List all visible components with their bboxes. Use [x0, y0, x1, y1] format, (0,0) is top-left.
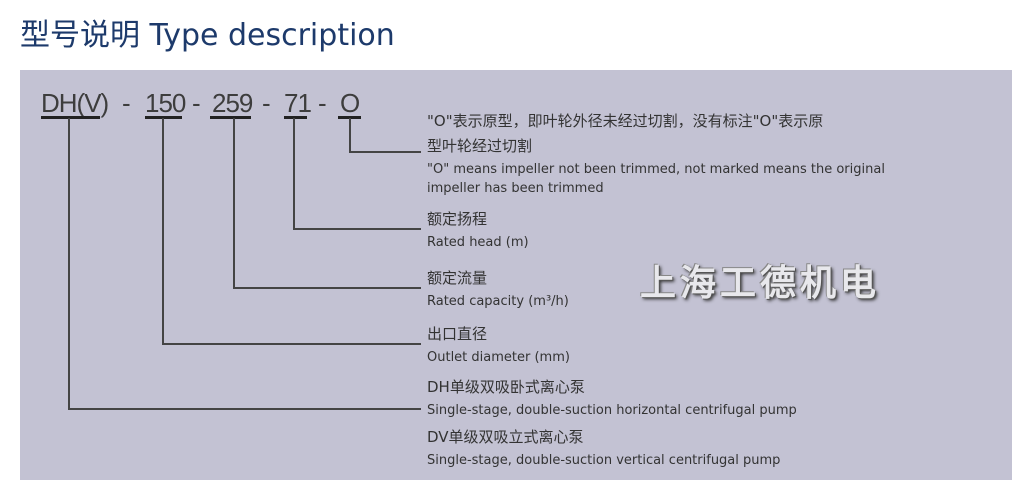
- code-model: DH(V): [41, 88, 109, 118]
- underline: [210, 116, 251, 119]
- leader-line: [293, 228, 421, 230]
- leader-line: [162, 343, 421, 345]
- dh-desc-en: Single-stage, double-suction horizontal …: [427, 403, 797, 418]
- leader-line: [162, 118, 164, 345]
- leader-line: [233, 118, 235, 289]
- code-dash: -: [262, 88, 271, 118]
- impeller-desc-en: impeller has been trimmed: [427, 181, 604, 196]
- code-dash: -: [318, 88, 327, 118]
- outlet-desc-cn: 出口直径: [427, 325, 488, 343]
- leader-line: [349, 118, 351, 152]
- leader-line: [293, 118, 295, 230]
- code-impeller: O: [340, 88, 360, 118]
- underline: [41, 116, 100, 119]
- leader-line: [349, 151, 421, 153]
- capacity-desc-cn: 额定流量: [427, 269, 488, 287]
- code-head: 71: [284, 88, 312, 118]
- watermark: 上海工德机电: [640, 262, 881, 304]
- code-outlet: 150: [145, 88, 186, 118]
- dv-desc-cn: DV单级双吸立式离心泵: [427, 428, 584, 446]
- impeller-desc-en: "O" means impeller not been trimmed, not…: [427, 162, 885, 177]
- impeller-desc-cn: "O"表示原型，即叶轮外径未经过切割，没有标注"O"表示原: [427, 112, 824, 130]
- type-description-panel: [20, 70, 1012, 480]
- underline: [145, 116, 182, 119]
- leader-line: [68, 408, 421, 410]
- head-desc-en: Rated head (m): [427, 235, 529, 250]
- leader-line: [233, 287, 421, 289]
- impeller-desc-cn: 型叶轮经过切割: [427, 137, 533, 155]
- page-title: 型号说明 Type description: [20, 18, 395, 53]
- code-capacity: 259: [212, 88, 253, 118]
- capacity-desc-en: Rated capacity (m³/h): [427, 294, 569, 309]
- head-desc-cn: 额定扬程: [427, 210, 488, 228]
- leader-line: [68, 118, 70, 410]
- underline: [338, 116, 361, 119]
- outlet-desc-en: Outlet diameter (mm): [427, 350, 570, 365]
- underline: [284, 116, 307, 119]
- code-dash: -: [192, 88, 201, 118]
- dv-desc-en: Single-stage, double-suction vertical ce…: [427, 453, 781, 468]
- dh-desc-cn: DH单级双吸卧式离心泵: [427, 378, 585, 396]
- code-dash: -: [122, 88, 131, 118]
